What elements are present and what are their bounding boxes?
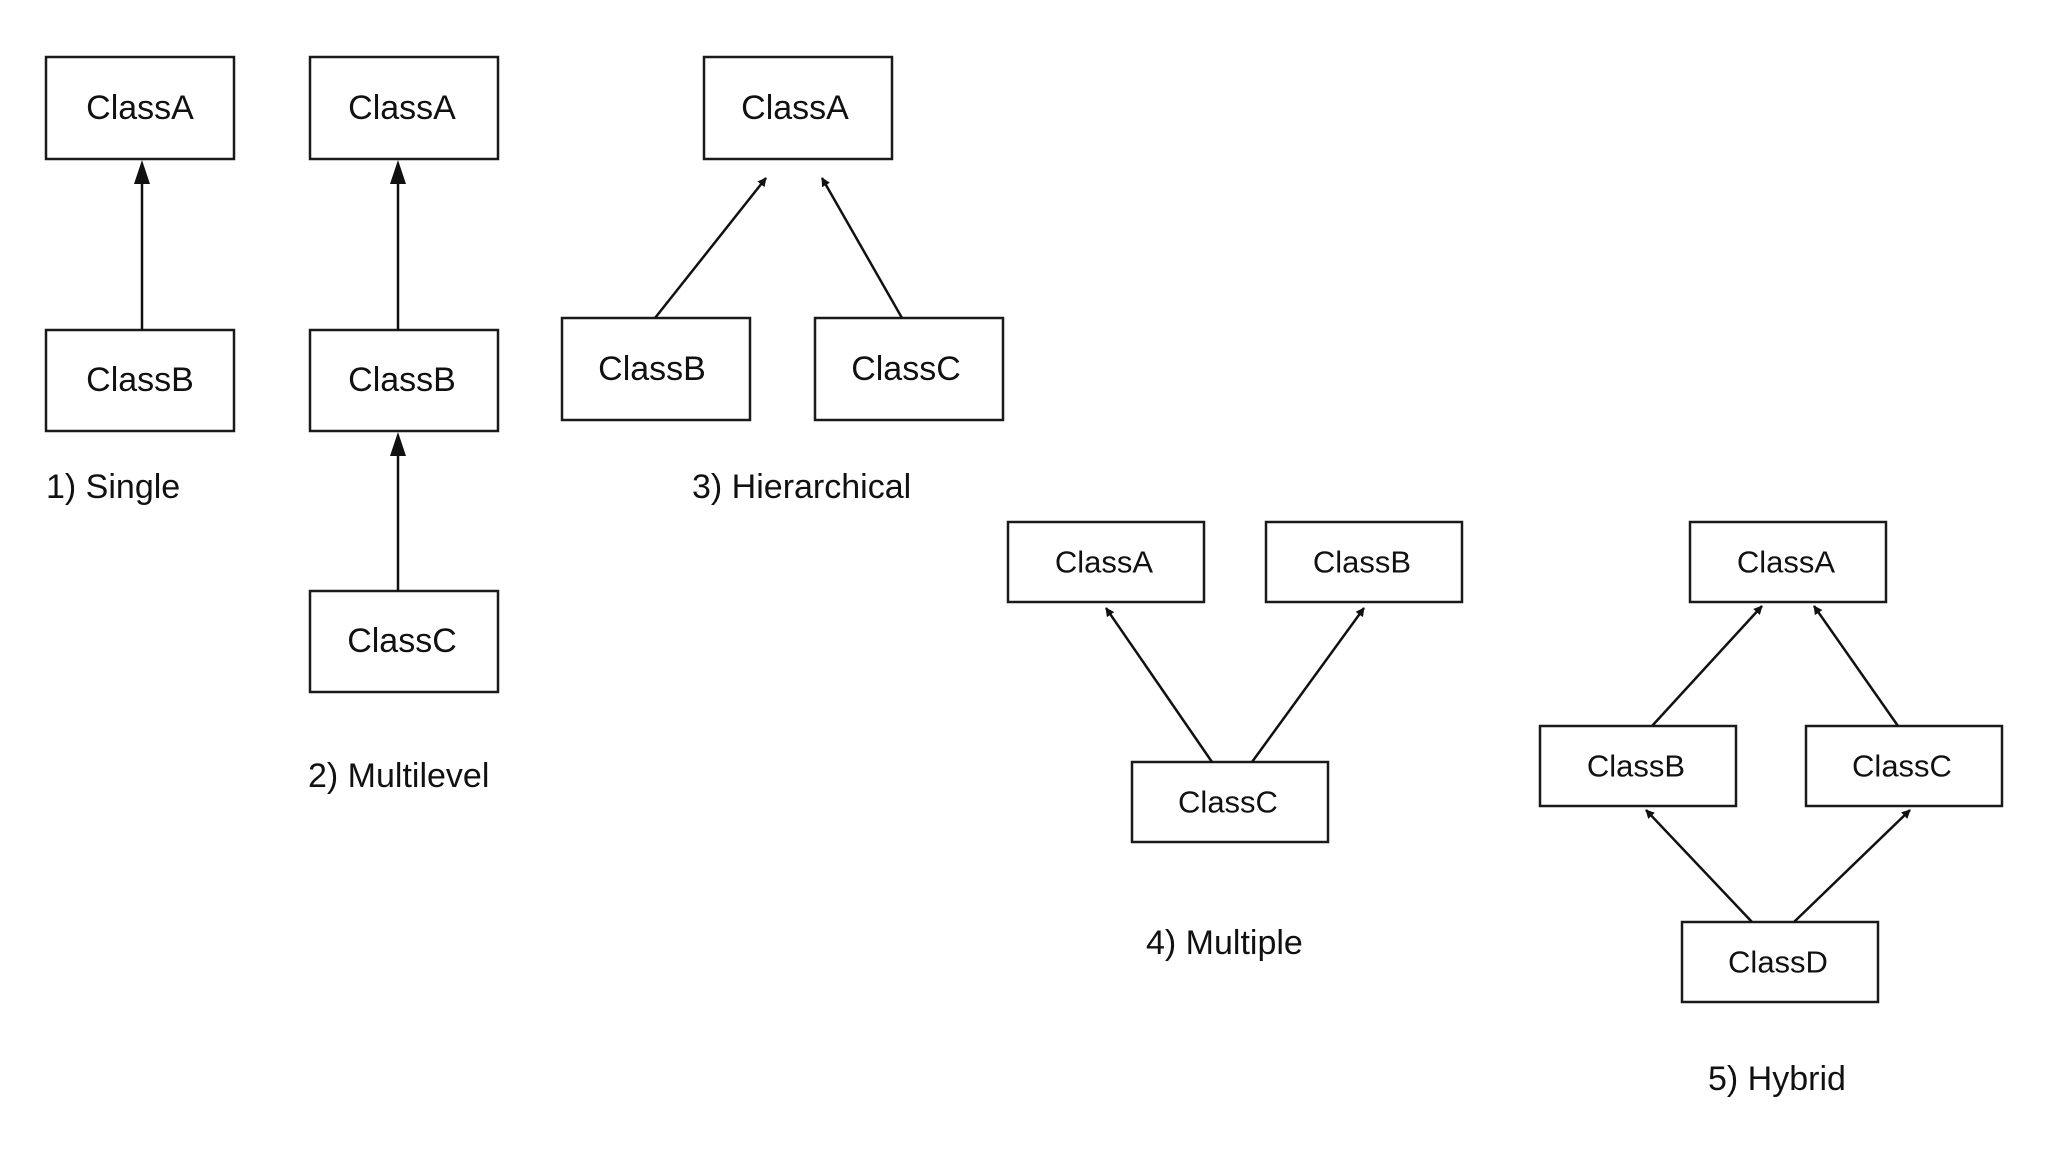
multiple-inheritance-diagram: ClassA ClassB ClassC 4) Multiple xyxy=(1006,520,1464,962)
multilevel-inheritance-diagram: ClassA ClassB ClassC 2) Multilevel xyxy=(308,55,500,795)
single-inheritance-diagram: ClassA ClassB 1) Single xyxy=(44,55,236,506)
hierarchical-class-a-label: ClassA xyxy=(741,89,849,127)
hybrid-class-d-label: ClassD xyxy=(1728,945,1828,980)
hierarchical-c-to-a-arrow xyxy=(820,177,904,319)
hierarchical-class-b-box: ClassB xyxy=(560,316,752,422)
multiple-c-to-b-arrow xyxy=(1250,607,1366,763)
hybrid-class-b-box: ClassB xyxy=(1538,724,1738,808)
multiple-class-a-box: ClassA xyxy=(1006,520,1206,604)
multilevel-class-a-label: ClassA xyxy=(348,89,456,127)
multilevel-class-a-box: ClassA xyxy=(308,55,500,161)
hybrid-d-to-c-arrow xyxy=(1793,809,1911,923)
hybrid-b-to-a-arrow xyxy=(1651,605,1763,727)
multilevel-class-b-label: ClassB xyxy=(348,361,456,399)
single-class-b-label: ClassB xyxy=(86,361,194,399)
multiple-class-b-label: ClassB xyxy=(1313,545,1411,580)
hierarchical-class-c-box: ClassC xyxy=(813,316,1005,422)
multilevel-c-to-b-arrow xyxy=(390,432,406,591)
hybrid-class-c-label: ClassC xyxy=(1852,749,1952,784)
multilevel-class-c-label: ClassC xyxy=(347,622,457,660)
multiple-class-a-label: ClassA xyxy=(1055,545,1154,580)
multiple-class-c-box: ClassC xyxy=(1130,760,1330,844)
multilevel-class-b-box: ClassB xyxy=(308,328,500,433)
hybrid-class-c-box: ClassC xyxy=(1804,724,2004,808)
hierarchical-inheritance-diagram: ClassA ClassB ClassC 3) Hierarchical xyxy=(560,55,1005,506)
hybrid-caption: 5) Hybrid xyxy=(1708,1060,1846,1098)
single-class-a-box: ClassA xyxy=(44,55,236,161)
hybrid-class-d-box: ClassD xyxy=(1680,920,1880,1004)
multiple-caption: 4) Multiple xyxy=(1146,924,1303,962)
multiple-class-b-box: ClassB xyxy=(1264,520,1464,604)
multilevel-caption: 2) Multilevel xyxy=(308,757,489,795)
hybrid-d-to-b-arrow xyxy=(1645,809,1753,923)
multiple-c-to-a-arrow xyxy=(1104,607,1214,763)
hierarchical-class-a-box: ClassA xyxy=(702,55,894,161)
single-class-b-box: ClassB xyxy=(44,328,236,433)
hybrid-c-to-a-arrow xyxy=(1812,605,1900,727)
single-b-to-a-arrow xyxy=(134,160,150,330)
hierarchical-class-c-label: ClassC xyxy=(851,350,961,388)
hybrid-class-a-label: ClassA xyxy=(1737,545,1836,580)
multilevel-class-c-box: ClassC xyxy=(308,589,500,694)
hybrid-class-a-box: ClassA xyxy=(1688,520,1888,604)
single-caption: 1) Single xyxy=(46,468,180,506)
single-class-a-label: ClassA xyxy=(86,89,194,127)
hierarchical-b-to-a-arrow xyxy=(654,177,767,319)
hierarchical-class-b-label: ClassB xyxy=(598,350,706,388)
multilevel-b-to-a-arrow xyxy=(390,160,406,330)
hybrid-inheritance-diagram: ClassA ClassB ClassC ClassD 5) Hybrid xyxy=(1538,520,2004,1098)
hybrid-class-b-label: ClassB xyxy=(1587,749,1685,784)
multiple-class-c-label: ClassC xyxy=(1178,785,1278,820)
hierarchical-caption: 3) Hierarchical xyxy=(692,468,911,506)
